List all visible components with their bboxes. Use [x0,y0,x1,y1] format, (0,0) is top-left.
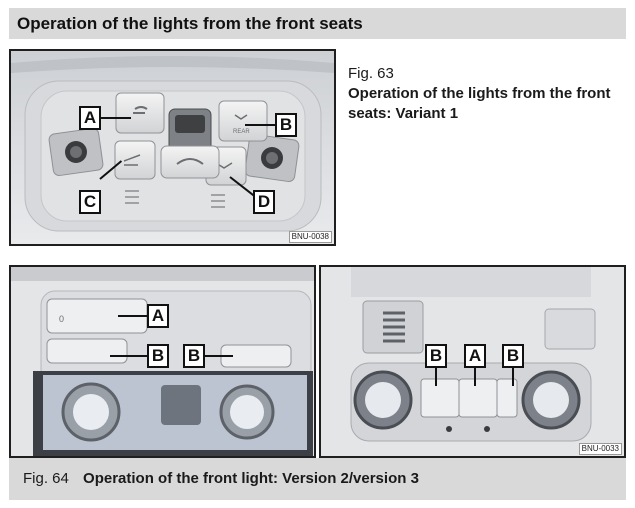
figure-63-caption: Fig. 63 Operation of the lights from the… [348,64,628,124]
callout-b: B [147,344,169,368]
callout-b: B [425,344,447,368]
callout-d: D [253,190,275,214]
section-title: Operation of the lights from the front s… [17,14,363,33]
section-header: Operation of the lights from the front s… [9,8,626,39]
figure-64-caption: Fig. 64 Operation of the front light: Ve… [9,458,626,500]
callout-leader [205,355,233,357]
rear-switch-label: REAR [233,129,250,135]
callout-leader [245,124,275,126]
callout-leader [512,368,514,386]
callout-leader [101,117,131,119]
zero-label: 0 [59,314,64,324]
figure-code: BNU-0038 [288,231,332,243]
figure-64-right-image: BNU-0033 [319,265,626,458]
callout-leader [435,368,437,386]
callout-b: B [502,344,524,368]
figure-number: Fig. 63 [348,65,394,82]
callout-leader [110,355,147,357]
callout-c: C [79,190,101,214]
figure-code: BNU-0033 [578,443,622,455]
figure-number: Fig. 64 [23,470,69,487]
callout-a: A [79,106,101,130]
callout-b: B [275,113,297,137]
callout-leader [118,315,147,317]
figure-63-image: REAR BNU-0038 [9,49,336,246]
figure-title: Operation of the front light: Version 2/… [83,470,419,487]
callout-b: B [183,344,205,368]
callout-a: A [147,304,169,328]
callout-a: A [464,344,486,368]
figure-title: Operation of the lights from the front s… [348,85,611,122]
callout-leader [474,368,476,386]
